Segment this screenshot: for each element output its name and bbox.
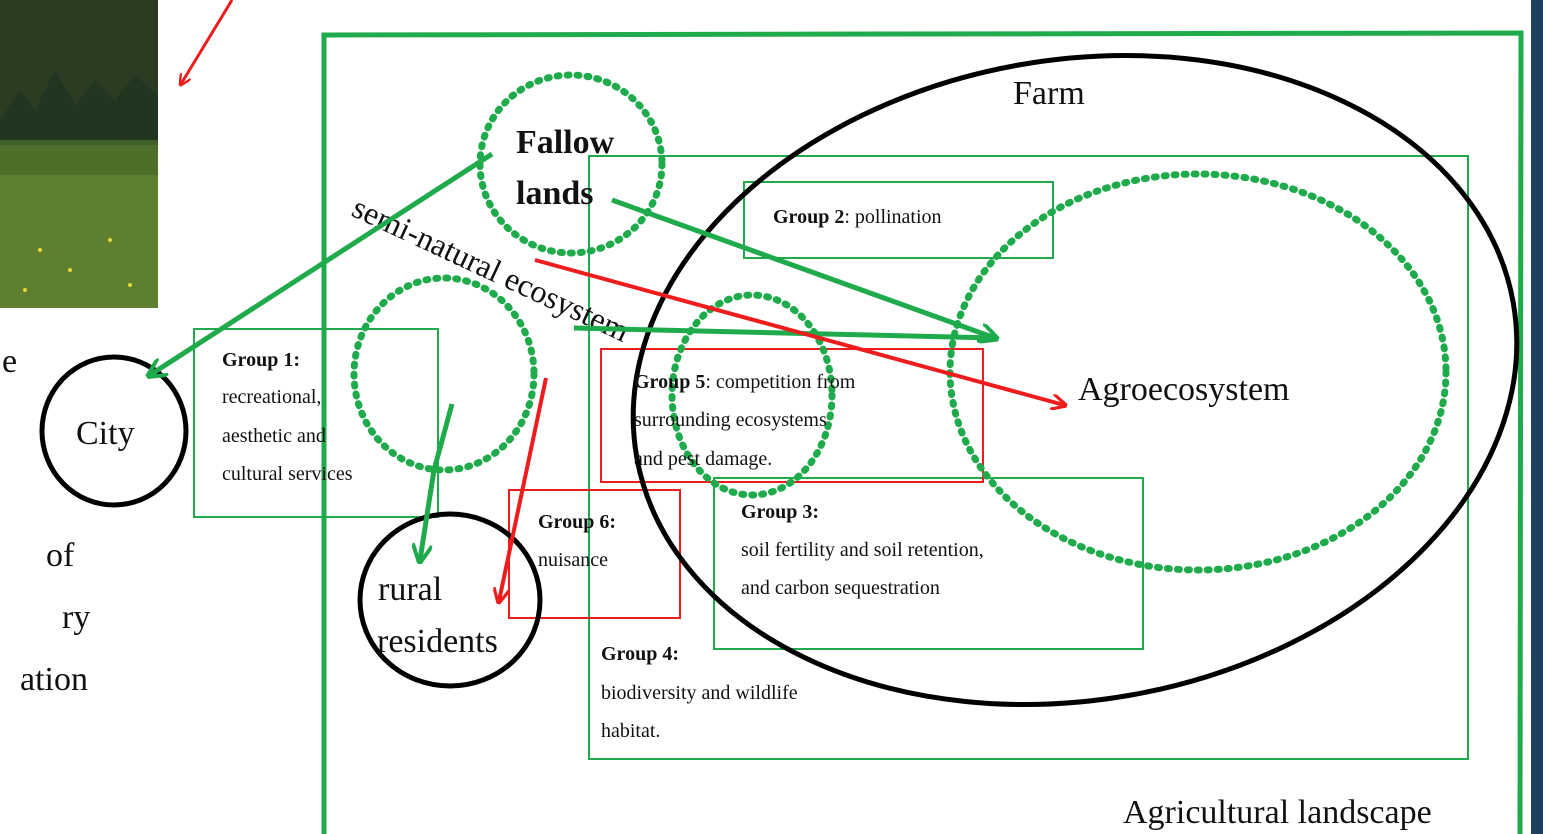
group-4-title: Group 4: — [601, 643, 679, 665]
photo-pointer-arrow — [181, 0, 234, 84]
arrow-group5-to-agroecosystem — [573, 325, 996, 341]
rural-dotted-circle — [350, 274, 538, 474]
group-3-line: and carbon sequestration — [741, 577, 940, 599]
arrow-semi-natural-to-agroecosystem — [534, 258, 1064, 405]
arrow-fallow-to-city — [150, 151, 494, 375]
left-text-fragment: ry — [62, 599, 90, 636]
group-1-text: Group 1: recreational, aesthetic and cul… — [222, 349, 353, 485]
group-1-line: aesthetic and — [222, 425, 326, 447]
fallow-lands-dotted-circle — [476, 71, 666, 257]
group-5-line: and pest damage. — [634, 448, 772, 470]
group-1-title: Group 1: — [222, 349, 300, 371]
rural-residents-circle — [357, 511, 543, 689]
group-3-line: soil fertility and soil retention, — [741, 539, 984, 561]
group-4-box — [588, 155, 1469, 760]
group-2-text: Group 2: pollination — [773, 206, 942, 228]
arrow-nuisance-to-rural-residents — [499, 377, 548, 601]
group-2-title: Group 2 — [773, 206, 844, 228]
agricultural-landscape-label: Agricultural landscape — [1123, 794, 1432, 831]
slide-edge — [1531, 0, 1543, 834]
landscape-photo — [0, 0, 158, 308]
group-1-line: recreational, — [222, 386, 321, 408]
farm-ellipse — [630, 53, 1520, 707]
fallow-label: Fallow — [516, 124, 615, 161]
group-1-box — [193, 328, 439, 518]
inner-dotted-circle — [668, 291, 836, 499]
group-4-line: habitat. — [601, 720, 660, 742]
left-text-fragment: e — [2, 343, 17, 380]
group-5-line: surrounding ecosystems — [634, 409, 827, 431]
arrow-dotted-to-rural-residents — [420, 403, 455, 560]
group-6-line: nuisance — [538, 549, 608, 571]
group-5-desc: : competition from — [705, 371, 855, 393]
city-circle — [39, 354, 189, 508]
lands-label: lands — [516, 175, 594, 212]
left-text-fragment: of — [46, 537, 75, 574]
group-5-text: Group 5: competition from surrounding ec… — [634, 371, 856, 470]
arrow-fallow-to-agroecosystem — [611, 197, 995, 338]
group-1-line: cultural services — [222, 463, 353, 485]
agricultural-landscape-frame — [321, 30, 1524, 834]
group-4-line: biodiversity and wildlife — [601, 682, 798, 704]
group-5-line: Group 5: competition from — [634, 371, 856, 393]
rural-label: rural — [378, 571, 442, 608]
farm-label: Farm — [1013, 75, 1085, 112]
group-2-box — [743, 181, 1054, 259]
residents-label: residents — [377, 623, 498, 660]
group-6-title: Group 6: — [538, 511, 616, 533]
group-5-title: Group 5 — [634, 371, 705, 393]
city-label: City — [76, 415, 135, 452]
group-2-desc: : pollination — [844, 206, 941, 228]
left-text-fragment: ation — [20, 661, 88, 698]
group-3-title: Group 3: — [741, 501, 819, 523]
agroecosystem-label: Agroecosystem — [1078, 371, 1290, 408]
